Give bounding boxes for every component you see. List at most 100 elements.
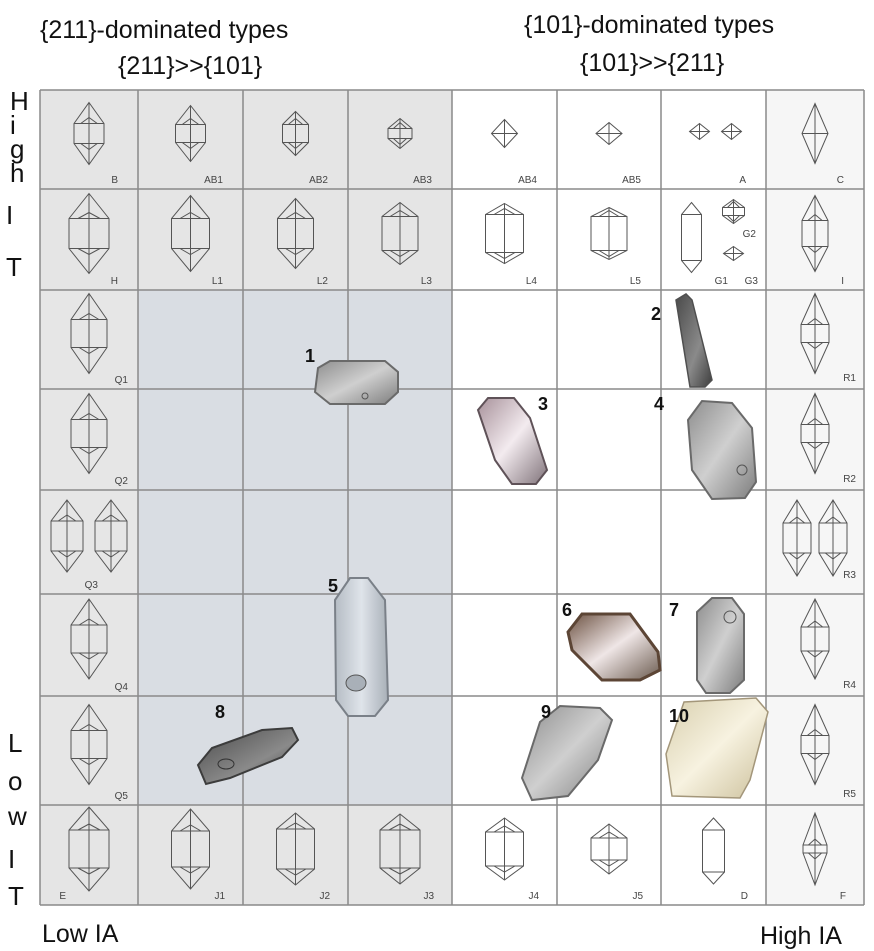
low-ia-label: Low IA	[42, 920, 119, 948]
high-it-letter-5: T	[6, 252, 22, 282]
label-J3: J3	[423, 891, 434, 902]
grain-label-10: 10	[669, 706, 689, 726]
label-R1: R1	[843, 373, 856, 384]
sketch-AB4	[490, 118, 519, 149]
crystal-sketches	[50, 101, 848, 892]
left-gray-panel	[40, 90, 452, 290]
sketch-R4	[800, 597, 830, 681]
low-it-letter-1: o	[8, 766, 22, 796]
sketch-A-left	[688, 122, 711, 141]
label-H: H	[111, 276, 118, 287]
label-R5: R5	[843, 789, 856, 800]
sketch-AB5	[595, 121, 623, 146]
grain-label-3: 3	[538, 394, 548, 414]
label-R4: R4	[843, 680, 856, 691]
grain-9-photo	[520, 704, 614, 802]
grain-6-photo	[566, 612, 662, 682]
label-J5: J5	[632, 891, 643, 902]
sketch-R3-left	[782, 499, 812, 577]
left-header-line1: {211}-dominated types	[40, 16, 288, 44]
label-G3: G3	[745, 276, 759, 287]
sketch-R5	[800, 703, 830, 786]
grain-label-5: 5	[328, 576, 338, 596]
sketch-B	[73, 101, 105, 166]
label-Q5: Q5	[115, 791, 129, 802]
label-C: C	[837, 175, 844, 186]
sketch-Q3-right	[94, 499, 128, 573]
sketch-L4	[485, 202, 524, 265]
label-AB3: AB3	[413, 175, 432, 186]
right-header-line2: {101}>>{211}	[580, 49, 724, 77]
grain-labels: 1 2 3 4 5 6 7 8 9 10	[215, 304, 689, 726]
high-it-letter-3: h	[10, 158, 24, 188]
grain-label-4: 4	[654, 394, 664, 414]
sketch-R3-right	[818, 499, 848, 577]
sketch-J1	[171, 808, 210, 890]
sketch-G1	[681, 201, 702, 274]
grain-label-7: 7	[669, 600, 679, 620]
label-L2: L2	[317, 276, 329, 287]
sketch-D	[702, 817, 725, 885]
label-AB1: AB1	[204, 175, 223, 186]
low-it-letter-4: T	[8, 881, 24, 911]
grain-4-photo	[686, 399, 758, 501]
sketch-Q1	[70, 292, 108, 375]
high-it-letter-4: I	[6, 200, 13, 230]
label-L4: L4	[526, 276, 538, 287]
high-it-letter-0: H	[10, 86, 29, 116]
label-J1: J1	[214, 891, 225, 902]
sketch-L3	[381, 201, 419, 266]
sketch-R2	[800, 392, 830, 475]
label-L5: L5	[630, 276, 642, 287]
grain-label-2: 2	[651, 304, 661, 324]
sketch-Q3-left	[50, 499, 84, 573]
label-R2: R2	[843, 474, 856, 485]
low-it-letter-0: L	[8, 728, 22, 758]
grain-7-photo	[696, 597, 745, 694]
sketch-L1	[171, 194, 210, 273]
sketch-C	[801, 102, 829, 165]
sketch-J4	[485, 817, 524, 881]
left-header-line2: {211}>>{101}	[118, 52, 262, 80]
label-I: I	[841, 276, 844, 287]
high-ia-label: High IA	[760, 922, 842, 950]
label-J2: J2	[319, 891, 330, 902]
low-it-letter-3: I	[8, 844, 15, 874]
sketch-H	[68, 192, 110, 275]
sketch-J2	[276, 812, 315, 886]
label-AB5: AB5	[622, 175, 641, 186]
sketch-AB3	[387, 117, 413, 150]
sketch-L2	[277, 197, 314, 270]
label-L3: L3	[421, 276, 433, 287]
grain-label-9: 9	[541, 702, 551, 722]
grain-8-photo	[196, 726, 300, 786]
label-G1: G1	[715, 276, 729, 287]
sketch-G2	[722, 198, 745, 225]
label-L1: L1	[212, 276, 224, 287]
sketch-Q4	[70, 598, 108, 680]
sketch-I	[801, 194, 829, 273]
sketch-Q5	[70, 703, 108, 786]
sketch-A-right	[720, 122, 743, 141]
sketch-F	[802, 811, 828, 887]
label-B: B	[111, 175, 118, 186]
grain-10-photo	[665, 697, 769, 799]
grain-label-8: 8	[215, 702, 225, 722]
sketch-J5	[590, 823, 628, 875]
sketch-E	[68, 806, 110, 892]
label-AB4: AB4	[518, 175, 537, 186]
label-AB2: AB2	[309, 175, 328, 186]
sketch-Q2	[70, 392, 108, 475]
sketch-AB2	[282, 110, 309, 157]
sketch-L5	[590, 206, 628, 261]
left-gray-panel-bottom	[40, 805, 452, 905]
grain-1-photo	[313, 360, 399, 405]
grain-3-photo	[476, 397, 549, 485]
grain-label-6: 6	[562, 600, 572, 620]
label-G2: G2	[743, 229, 757, 240]
high-it-letter-1: i	[10, 110, 16, 140]
grain-label-1: 1	[305, 346, 315, 366]
